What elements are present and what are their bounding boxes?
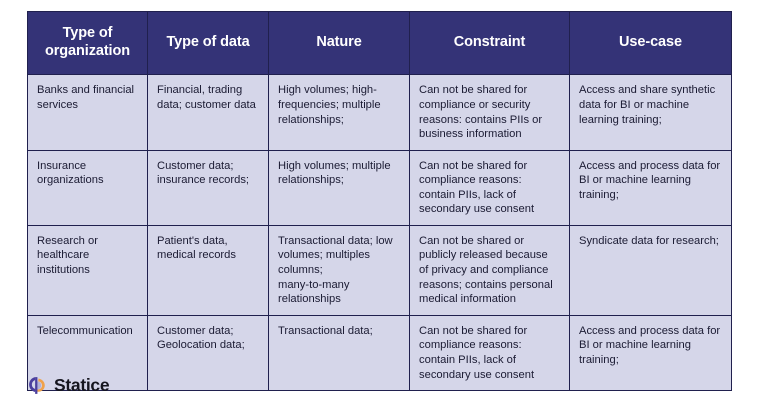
cell-nature: High volumes; multiple relationships; (268, 150, 410, 226)
cell-use-case: Access and process data for BI or machin… (569, 315, 732, 391)
table-row: Research or healthcare institutions Pati… (27, 225, 732, 316)
cell-nature: High volumes; high-frequencies; multiple… (268, 74, 410, 151)
cell-organization: Insurance organizations (27, 150, 148, 226)
column-header-nature: Nature (268, 11, 410, 76)
cell-type-of-data: Customer data; Geolocation data; (147, 315, 269, 391)
cell-nature: Transactional data; (268, 315, 410, 391)
brand-name: Statice (54, 374, 110, 395)
cell-nature: Transactional data; low volumes; multipl… (268, 225, 410, 316)
comparison-table-container: Type of organization Type of data Nature… (27, 11, 732, 392)
column-header-type-of-organization: Type of organization (27, 11, 148, 76)
statice-logo-icon (28, 376, 47, 395)
table-row: Banks and financial services Financial, … (27, 74, 732, 151)
table-body: Banks and financial services Financial, … (27, 74, 732, 391)
column-header-type-of-data: Type of data (147, 11, 269, 76)
table-row: Telecommunication Customer data; Geoloca… (27, 315, 732, 391)
cell-organization: Research or healthcare institutions (27, 225, 148, 316)
cell-use-case: Access and process data for BI or machin… (569, 150, 732, 226)
cell-type-of-data: Financial, trading data; customer data (147, 74, 269, 151)
table-header-row: Type of organization Type of data Nature… (27, 11, 732, 76)
cell-constraint: Can not be shared for compliance reasons… (409, 315, 570, 391)
cell-constraint: Can not be shared for compliance or secu… (409, 74, 570, 151)
cell-use-case: Syndicate data for research; (569, 225, 732, 316)
organization-data-matrix-table: Type of organization Type of data Nature… (27, 11, 732, 392)
column-header-constraint: Constraint (409, 11, 570, 76)
brand-footer: Statice (28, 374, 110, 395)
cell-type-of-data: Patient's data, medical records (147, 225, 269, 316)
cell-constraint: Can not be shared or publicly released b… (409, 225, 570, 316)
cell-organization: Telecommunication (27, 315, 148, 391)
table-row: Insurance organizations Customer data; i… (27, 150, 732, 226)
column-header-use-case: Use-case (569, 11, 732, 76)
cell-organization: Banks and financial services (27, 74, 148, 151)
table-header: Type of organization Type of data Nature… (27, 11, 732, 76)
cell-constraint: Can not be shared for compliance reasons… (409, 150, 570, 226)
cell-type-of-data: Customer data; insurance records; (147, 150, 269, 226)
cell-use-case: Access and share synthetic data for BI o… (569, 74, 732, 151)
